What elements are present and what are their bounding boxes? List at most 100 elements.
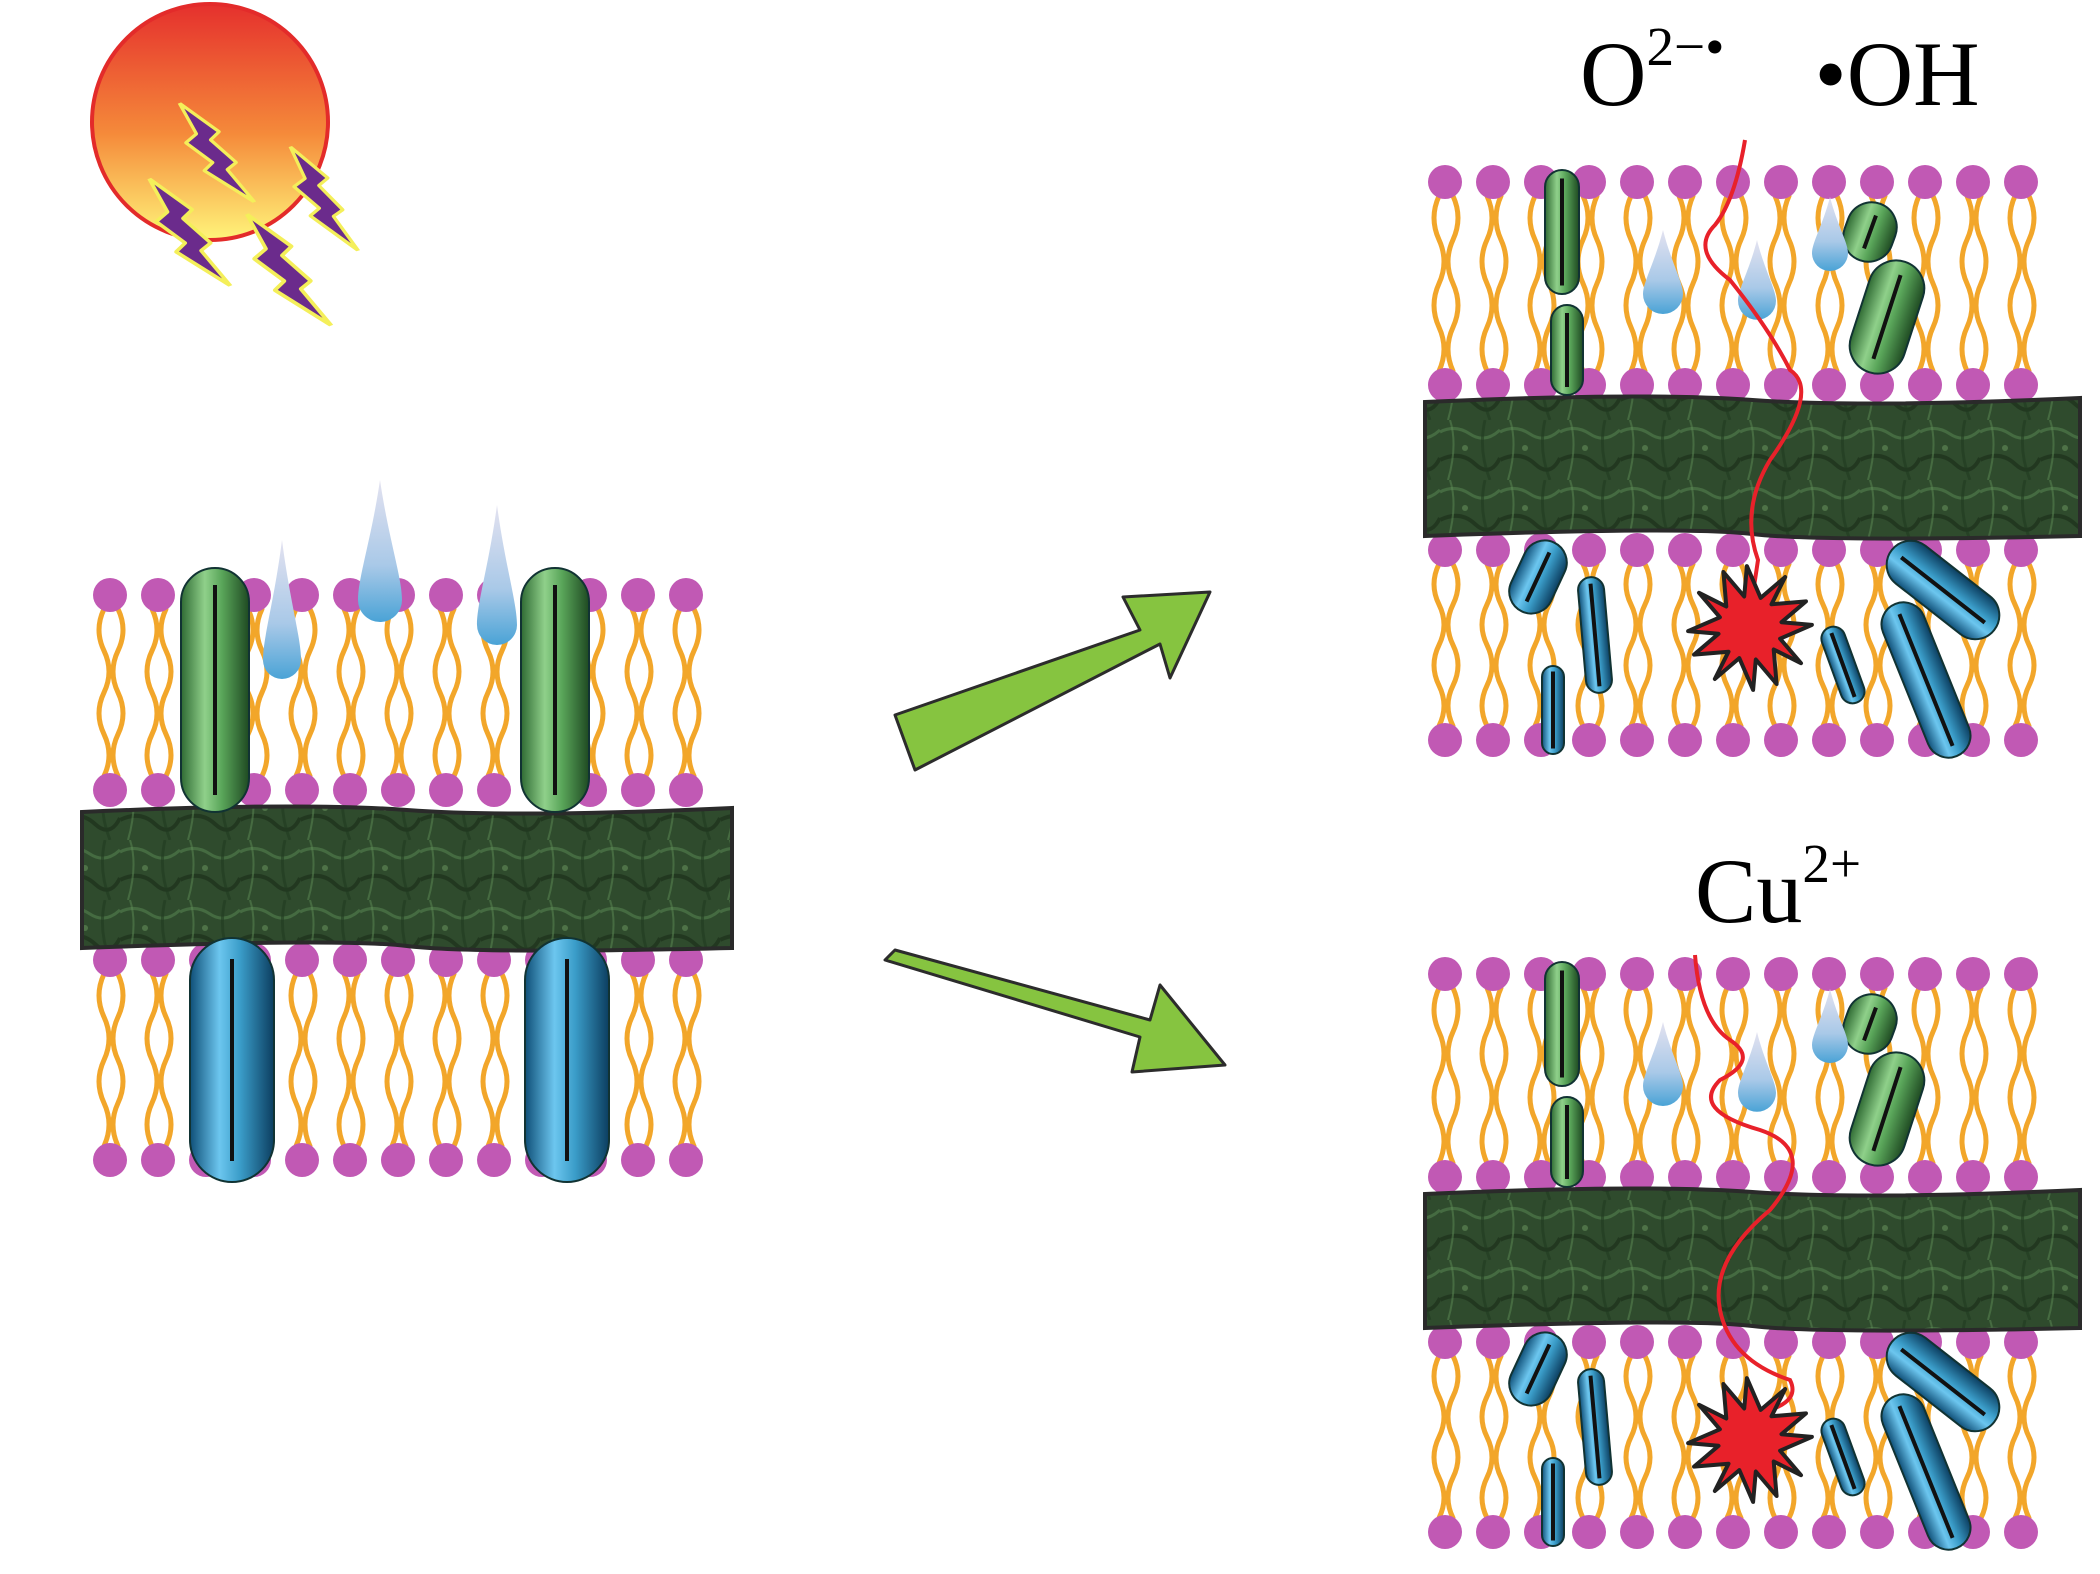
lipid-tail: [1959, 193, 1975, 374]
lipid-tail: [1479, 985, 1495, 1166]
lipid-head: [1716, 957, 1750, 991]
lipid-tail: [638, 606, 654, 779]
lipid-head: [93, 578, 127, 612]
membrane-protein: [1885, 1331, 2001, 1433]
lipid-tail: [96, 606, 112, 779]
lipid-tail: [672, 606, 688, 779]
lipid-tail: [110, 606, 126, 779]
membrane-core: [1423, 1186, 2082, 1333]
lipid-tail: [302, 606, 318, 779]
lipid-tail: [1623, 985, 1639, 1166]
lipid-head: [1572, 1325, 1606, 1359]
lipid-tail: [336, 971, 352, 1149]
lipid-tail: [1733, 193, 1749, 374]
lipid-tail: [1685, 985, 1701, 1166]
water-droplet-icon: [1643, 1022, 1683, 1106]
lipid-head: [1956, 533, 1990, 567]
lipid-head: [1956, 1325, 1990, 1359]
lipid-head: [285, 773, 319, 807]
water-droplet-icon: [1738, 1032, 1776, 1112]
lipid-tail: [638, 971, 654, 1149]
lipid-tail: [1637, 1353, 1653, 1521]
arrow-icon: [893, 590, 1212, 772]
lipid-head: [1764, 165, 1798, 199]
lipid-tail: [1781, 985, 1797, 1166]
lipid-tail: [1623, 561, 1639, 729]
lipid-tail: [350, 971, 366, 1149]
lipid-tail: [1445, 1353, 1461, 1521]
lipid-head: [1812, 368, 1846, 402]
lipid-tail: [1479, 1353, 1495, 1521]
lipid-head: [429, 578, 463, 612]
lipid-head: [1620, 1325, 1654, 1359]
lipid-tail: [480, 971, 496, 1149]
membrane-protein: [520, 567, 590, 813]
lipid-tail: [1623, 1353, 1639, 1521]
lipid-head: [2004, 1515, 2038, 1549]
lipid-head: [1716, 533, 1750, 567]
lipid-tail: [624, 971, 640, 1149]
membrane-protein: [1577, 1368, 1613, 1486]
lipid-tail: [1431, 1353, 1447, 1521]
lipid-head: [285, 578, 319, 612]
lipid-tail: [1685, 561, 1701, 729]
lipid-tail: [624, 606, 640, 779]
membrane-protein: [1880, 1393, 1972, 1551]
lipid-tail: [384, 606, 400, 779]
lipid-head: [1812, 1515, 1846, 1549]
copper-charge: 2+: [1802, 833, 1862, 895]
lipid-head: [2004, 368, 2038, 402]
lipid-tail: [158, 971, 174, 1149]
lipid-head: [1428, 1515, 1462, 1549]
lipid-tail: [2021, 193, 2037, 374]
lipid-head: [1956, 1160, 1990, 1194]
lipid-head: [2004, 165, 2038, 199]
damaged-membrane: [1423, 139, 2082, 759]
penetration-path: [1693, 954, 1795, 1412]
lipid-head: [1764, 1325, 1798, 1359]
lipid-head: [141, 578, 175, 612]
lipid-head: [1908, 1160, 1942, 1194]
lipid-head: [1620, 165, 1654, 199]
lipid-head: [1668, 368, 1702, 402]
lipid-head: [381, 1143, 415, 1177]
lipid-tail: [1829, 985, 1845, 1166]
lipid-head: [1620, 723, 1654, 757]
lipid-head: [1908, 368, 1942, 402]
lipid-head: [1572, 165, 1606, 199]
lipid-head: [429, 773, 463, 807]
lipid-tail: [384, 971, 400, 1149]
membrane-protein: [1541, 1457, 1565, 1547]
lipid-head: [1476, 1325, 1510, 1359]
copper-symbol: Cu: [1695, 840, 1803, 942]
lipid-head: [1812, 1160, 1846, 1194]
lipid-tail: [2007, 193, 2023, 374]
lipid-head: [1716, 368, 1750, 402]
lipid-head: [1908, 957, 1942, 991]
lipid-head: [141, 1143, 175, 1177]
water-droplet-icon: [263, 540, 301, 679]
lipid-head: [1956, 165, 1990, 199]
lipid-tail: [2021, 561, 2037, 729]
lipid-head: [1764, 723, 1798, 757]
lipid-head: [1668, 957, 1702, 991]
lipid-head: [1812, 533, 1846, 567]
hydroxyl-radical-symbol: •OH: [1814, 23, 1980, 125]
lipid-head: [669, 943, 703, 977]
superoxide-charge: 2−•: [1646, 16, 1725, 78]
lipid-tail: [336, 606, 352, 779]
lipid-head: [1812, 723, 1846, 757]
lipid-tail: [1479, 193, 1495, 374]
water-droplet-icon: [1812, 989, 1848, 1063]
lipid-tail: [254, 606, 270, 779]
lipid-head: [1716, 165, 1750, 199]
lipid-tail: [1815, 985, 1831, 1166]
damaged-membrane: [1423, 954, 2082, 1551]
lipid-tail: [1829, 193, 1845, 374]
lipid-tail: [1959, 985, 1975, 1166]
lipid-head: [1764, 1515, 1798, 1549]
lipid-tail: [144, 971, 160, 1149]
membrane-protein: [1880, 601, 1972, 759]
reactive-oxygen-species-label: O2−••OH: [1580, 19, 1980, 120]
